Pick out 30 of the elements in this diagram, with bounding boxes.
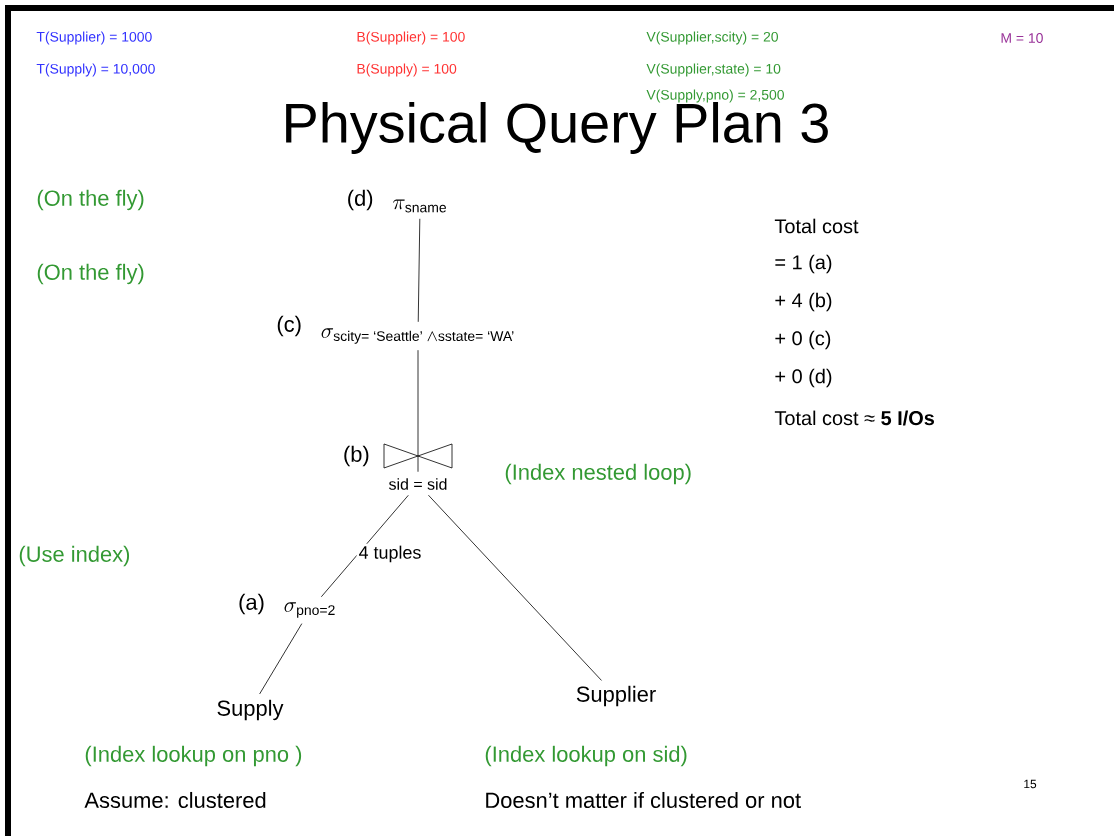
step-letter: (c) [277,315,301,337]
cost-line: + 4 (b) [775,292,832,312]
note: Doesn’t matter if clustered or not [486,791,801,809]
tree-line [428,494,602,681]
cost-line: Total cost [774,218,859,234]
note: Assume: clustered [84,791,266,809]
annotation: (Index lookup on pno ) [85,745,302,767]
slide-title: Physical Query Plan 3 [286,102,828,154]
tree-line [417,349,419,473]
cost-line: + 0 (c) [775,330,831,350]
step-letter: (d) [348,189,373,211]
cost-line: Total cost ≈ 5 I/Os [774,410,935,426]
tree-line [417,218,421,323]
table-name: Supplier [576,685,656,707]
selection-operator: $\sigma_{\mbox{\scriptsize scity= ‘Seattle’ }\wedge\mbox{\scriptsize sstate= ‘WA’}}$ [321,328,514,344]
cost-line: + 0 (d) [775,368,832,388]
edge-label: 4 tuples [356,543,424,565]
annotation: (On the fly) [37,189,144,211]
annotation: (Use index) [19,545,130,567]
annotation: (On the fly) [37,263,144,285]
annotation: (Index nested loop) [505,463,691,485]
step-letter: (a) [239,593,264,615]
step-letter: (b) [344,445,369,467]
tree-line [259,623,303,695]
annotation: (Index lookup on sid) [485,745,687,767]
selection-operator: $\sigma_{\mbox{\scriptsize pno=2}}$ [284,602,335,618]
table-name: Supply [217,699,284,721]
cost-line: = 1 (a) [775,254,832,274]
tree-line [320,494,409,598]
projection-operator: $\pi_{\mbox{\scriptsize sname}}$ [392,199,446,213]
